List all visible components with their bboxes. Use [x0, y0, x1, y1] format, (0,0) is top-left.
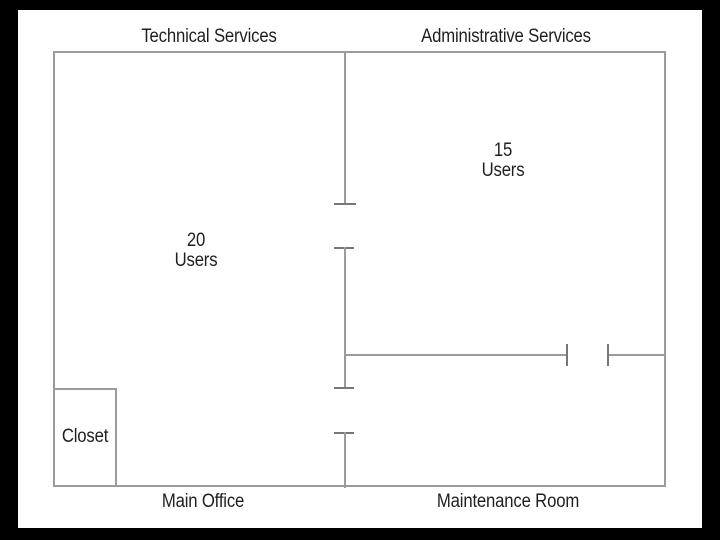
- vertical-partition-lower-segment: [344, 432, 346, 488]
- technical-services-label: Technical Services: [132, 27, 286, 47]
- administrative-users-count-number: 15: [493, 140, 513, 161]
- door-jamb-maintenance-door-left: [566, 344, 568, 366]
- main-office-text: Main Office: [161, 491, 245, 512]
- administrative-users-count-word: Users: [481, 160, 525, 181]
- closet-right-wall: [115, 388, 117, 487]
- door-jamb-lower-door-top: [334, 387, 354, 389]
- maintenance-room-label: Maintenance Room: [427, 492, 589, 512]
- administrative-services-user-count: 15 Users: [479, 141, 528, 181]
- maintenance-room-wall-right-segment: [609, 354, 666, 356]
- administrative-services-label: Administrative Services: [410, 27, 603, 47]
- technical-services-text: Technical Services: [141, 26, 277, 47]
- closet-label: Closet: [59, 427, 112, 447]
- closet-text: Closet: [61, 426, 109, 447]
- technical-services-user-count: 20 Users: [172, 231, 221, 271]
- technical-users-count-number: 20: [186, 230, 206, 251]
- door-jamb-maintenance-door-right: [607, 344, 609, 366]
- administrative-services-text: Administrative Services: [421, 26, 591, 47]
- floor-plan-slide: Technical Services Administrative Servic…: [18, 10, 702, 528]
- main-office-label: Main Office: [156, 492, 250, 512]
- outer-wall-rectangle: [53, 51, 666, 487]
- maintenance-room-text: Maintenance Room: [436, 491, 580, 512]
- door-jamb-upper-door-top: [334, 203, 356, 205]
- technical-users-count-word: Users: [174, 250, 218, 271]
- maintenance-room-wall-left-segment: [345, 354, 567, 356]
- vertical-partition-middle-segment: [344, 247, 346, 389]
- vertical-partition-upper-segment: [344, 51, 346, 205]
- closet-top-wall: [53, 388, 117, 390]
